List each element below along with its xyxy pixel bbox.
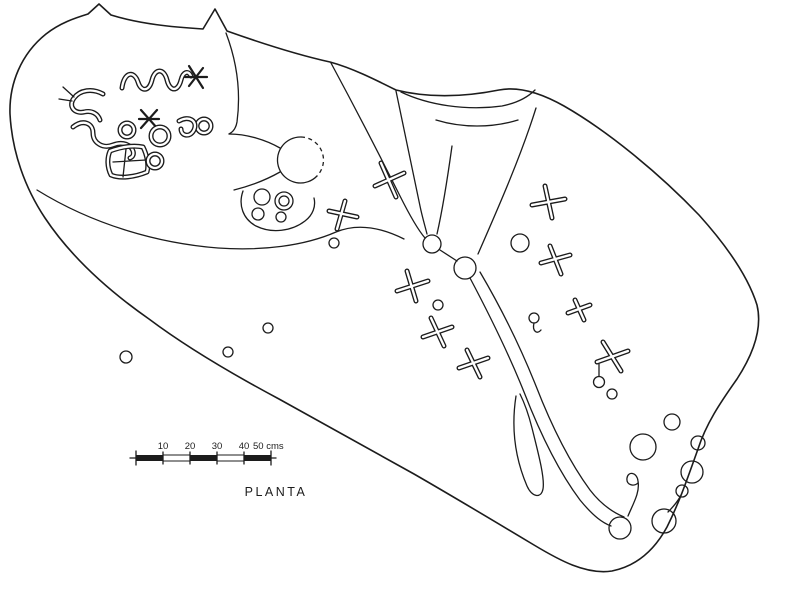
plan-caption: PLANTA bbox=[245, 485, 308, 499]
scale-tick-label: 30 bbox=[212, 441, 223, 452]
basin-circles bbox=[608, 413, 706, 540]
wavy-serpent-motif bbox=[70, 120, 136, 161]
asterisk-motif bbox=[183, 64, 209, 90]
scale-bar: 10 20 30 40 50 cms bbox=[129, 441, 284, 466]
cross-motifs bbox=[326, 160, 631, 389]
rock-edge-path bbox=[9, 3, 760, 573]
cupmarks bbox=[119, 233, 618, 400]
serpentiform-motifs bbox=[58, 64, 214, 180]
rock-outline bbox=[9, 3, 760, 573]
circle-cluster bbox=[251, 188, 294, 223]
scale-tick-label: 40 bbox=[239, 441, 250, 452]
serpent-tongue bbox=[58, 86, 75, 102]
channel-grooves bbox=[422, 234, 625, 527]
interior-fissures bbox=[36, 32, 537, 262]
scale-tick-label: 10 bbox=[158, 441, 169, 452]
large-circle-motif bbox=[276, 136, 325, 184]
dashed-arc bbox=[300, 136, 325, 177]
scale-unit-label: 50 cms bbox=[253, 441, 284, 452]
scale-tick-label: 20 bbox=[185, 441, 196, 452]
bird-track-motif bbox=[137, 108, 161, 130]
quadrangle-inner-lines bbox=[112, 148, 147, 178]
